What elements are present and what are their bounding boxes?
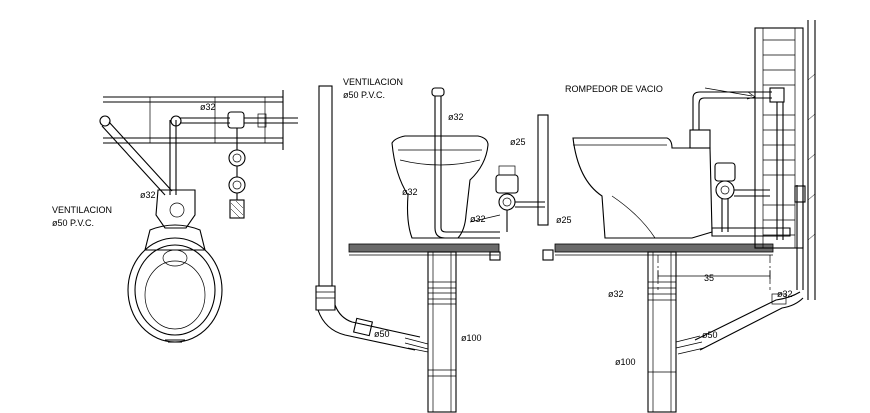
right-vacuum-breaker-label: ROMPEDOR DE VACIO <box>565 84 663 94</box>
right-elevation-view <box>542 20 816 413</box>
right-dim-main: ø100 <box>615 357 636 367</box>
left-vent-label: VENTILACION <box>52 205 112 215</box>
middle-dim-valve-bottom: ø25 <box>556 215 572 225</box>
right-dim-left: ø32 <box>608 289 624 299</box>
right-dim-right: ø32 <box>777 289 793 299</box>
left-dim-arm: ø32 <box>140 190 156 200</box>
left-vent-size: ø50 P.V.C. <box>52 218 94 228</box>
middle-dim-main-drain: ø100 <box>461 333 482 343</box>
wall-rungs <box>763 39 795 236</box>
right-dim-length: 35 <box>704 273 714 283</box>
right-dim-branch: ø50 <box>702 330 718 340</box>
middle-elevation-view <box>315 85 549 413</box>
middle-dim-supply: ø32 <box>470 214 486 224</box>
middle-dim-valve-top: ø25 <box>510 137 526 147</box>
middle-dim-tank-top: ø32 <box>448 112 464 122</box>
left-plan-view <box>99 90 298 343</box>
middle-dim-bowl: ø32 <box>402 187 418 197</box>
middle-vent-size: ø50 P.V.C. <box>343 90 385 100</box>
middle-vent-label: VENTILACION <box>343 77 403 87</box>
middle-dim-drain-branch: ø50 <box>374 329 390 339</box>
left-dim-top: ø32 <box>200 102 216 112</box>
